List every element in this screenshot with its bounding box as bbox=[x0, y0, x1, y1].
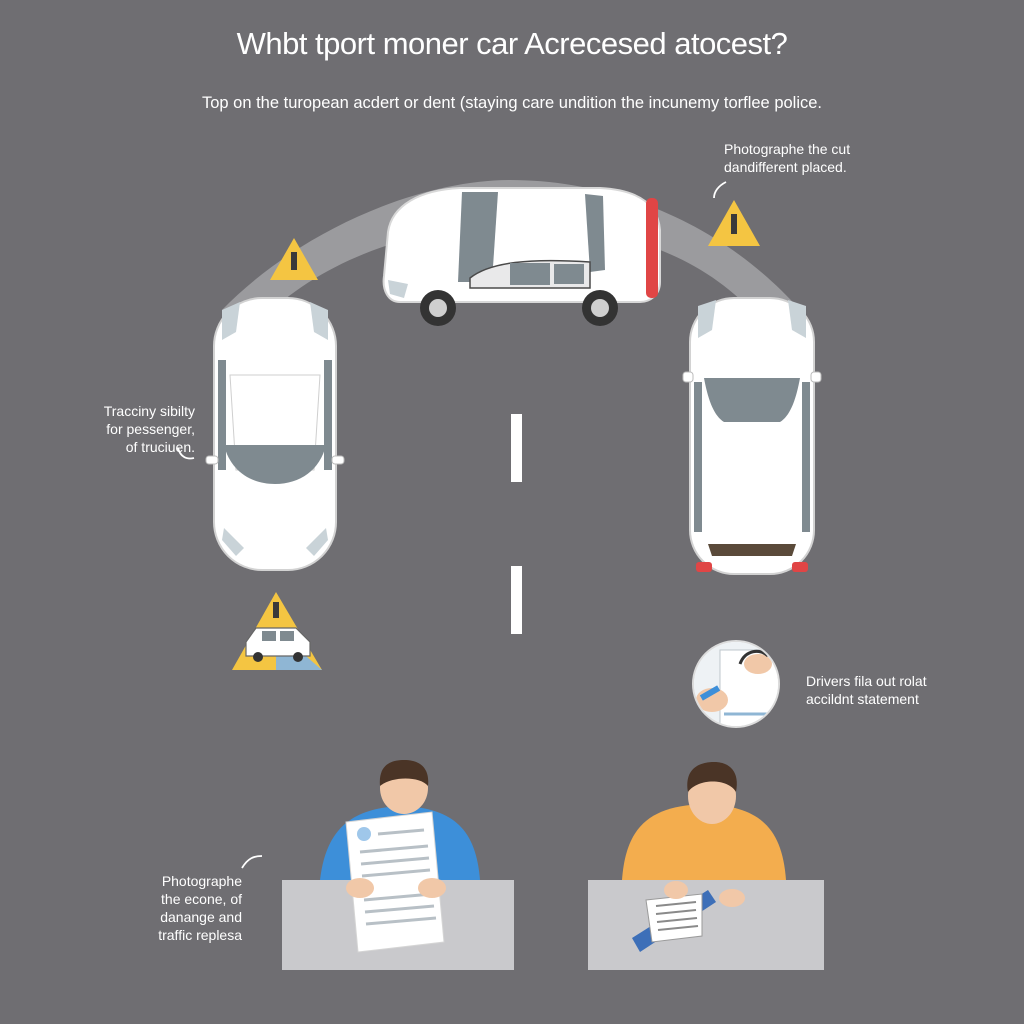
document-icon bbox=[345, 811, 445, 953]
person-reading-icon bbox=[282, 760, 514, 970]
notebook-icon bbox=[632, 890, 716, 952]
curved-arrow-icon bbox=[241, 855, 263, 869]
annotation-line: Tracciny sibilty bbox=[103, 403, 195, 419]
annotation-line: of truciuen. bbox=[125, 439, 195, 455]
lane-marking bbox=[511, 566, 522, 634]
annotation-line: dandifferent placed. bbox=[724, 159, 847, 175]
annotation-line: traffic replesa bbox=[158, 927, 242, 943]
curved-arrow-icon bbox=[177, 447, 195, 460]
annotation-line: Photographe the cut bbox=[724, 141, 851, 157]
lane-marking bbox=[511, 414, 522, 482]
person-writing-icon bbox=[588, 762, 824, 970]
annotation-statement: Drivers fila out rolat accildnt statemen… bbox=[806, 672, 986, 708]
car-left-icon bbox=[205, 297, 345, 571]
warning-triangle-icon bbox=[270, 238, 318, 280]
annotation-photo-scene: Photographe the econe, of danange and tr… bbox=[120, 872, 242, 944]
annotation-line: danange and bbox=[160, 909, 242, 925]
annotation-line: for pessenger, bbox=[106, 421, 195, 437]
annotation-line: the econe, of bbox=[161, 891, 242, 907]
curved-arrow-icon bbox=[713, 181, 727, 199]
annotation-line: Photographe bbox=[161, 873, 242, 889]
warning-triangle-icon bbox=[708, 200, 760, 246]
page-title: Whbt tport moner car Acrecesed atocest? bbox=[236, 26, 788, 61]
page-subtitle: Top on the turopean acdert or dent (stay… bbox=[201, 94, 823, 112]
warning-car-icon bbox=[232, 592, 322, 670]
hands-pen-icon bbox=[692, 640, 780, 728]
annotation-visibility: Tracciny sibilty for pessenger, of truci… bbox=[60, 402, 195, 456]
annotation-line: Drivers fila out rolat bbox=[806, 673, 927, 689]
annotation-line: accildnt statement bbox=[806, 691, 919, 707]
car-right-icon bbox=[682, 297, 822, 575]
car-top-icon bbox=[382, 187, 661, 326]
annotation-photo-cut: Photographe the cut dandifferent placed. bbox=[724, 140, 894, 176]
